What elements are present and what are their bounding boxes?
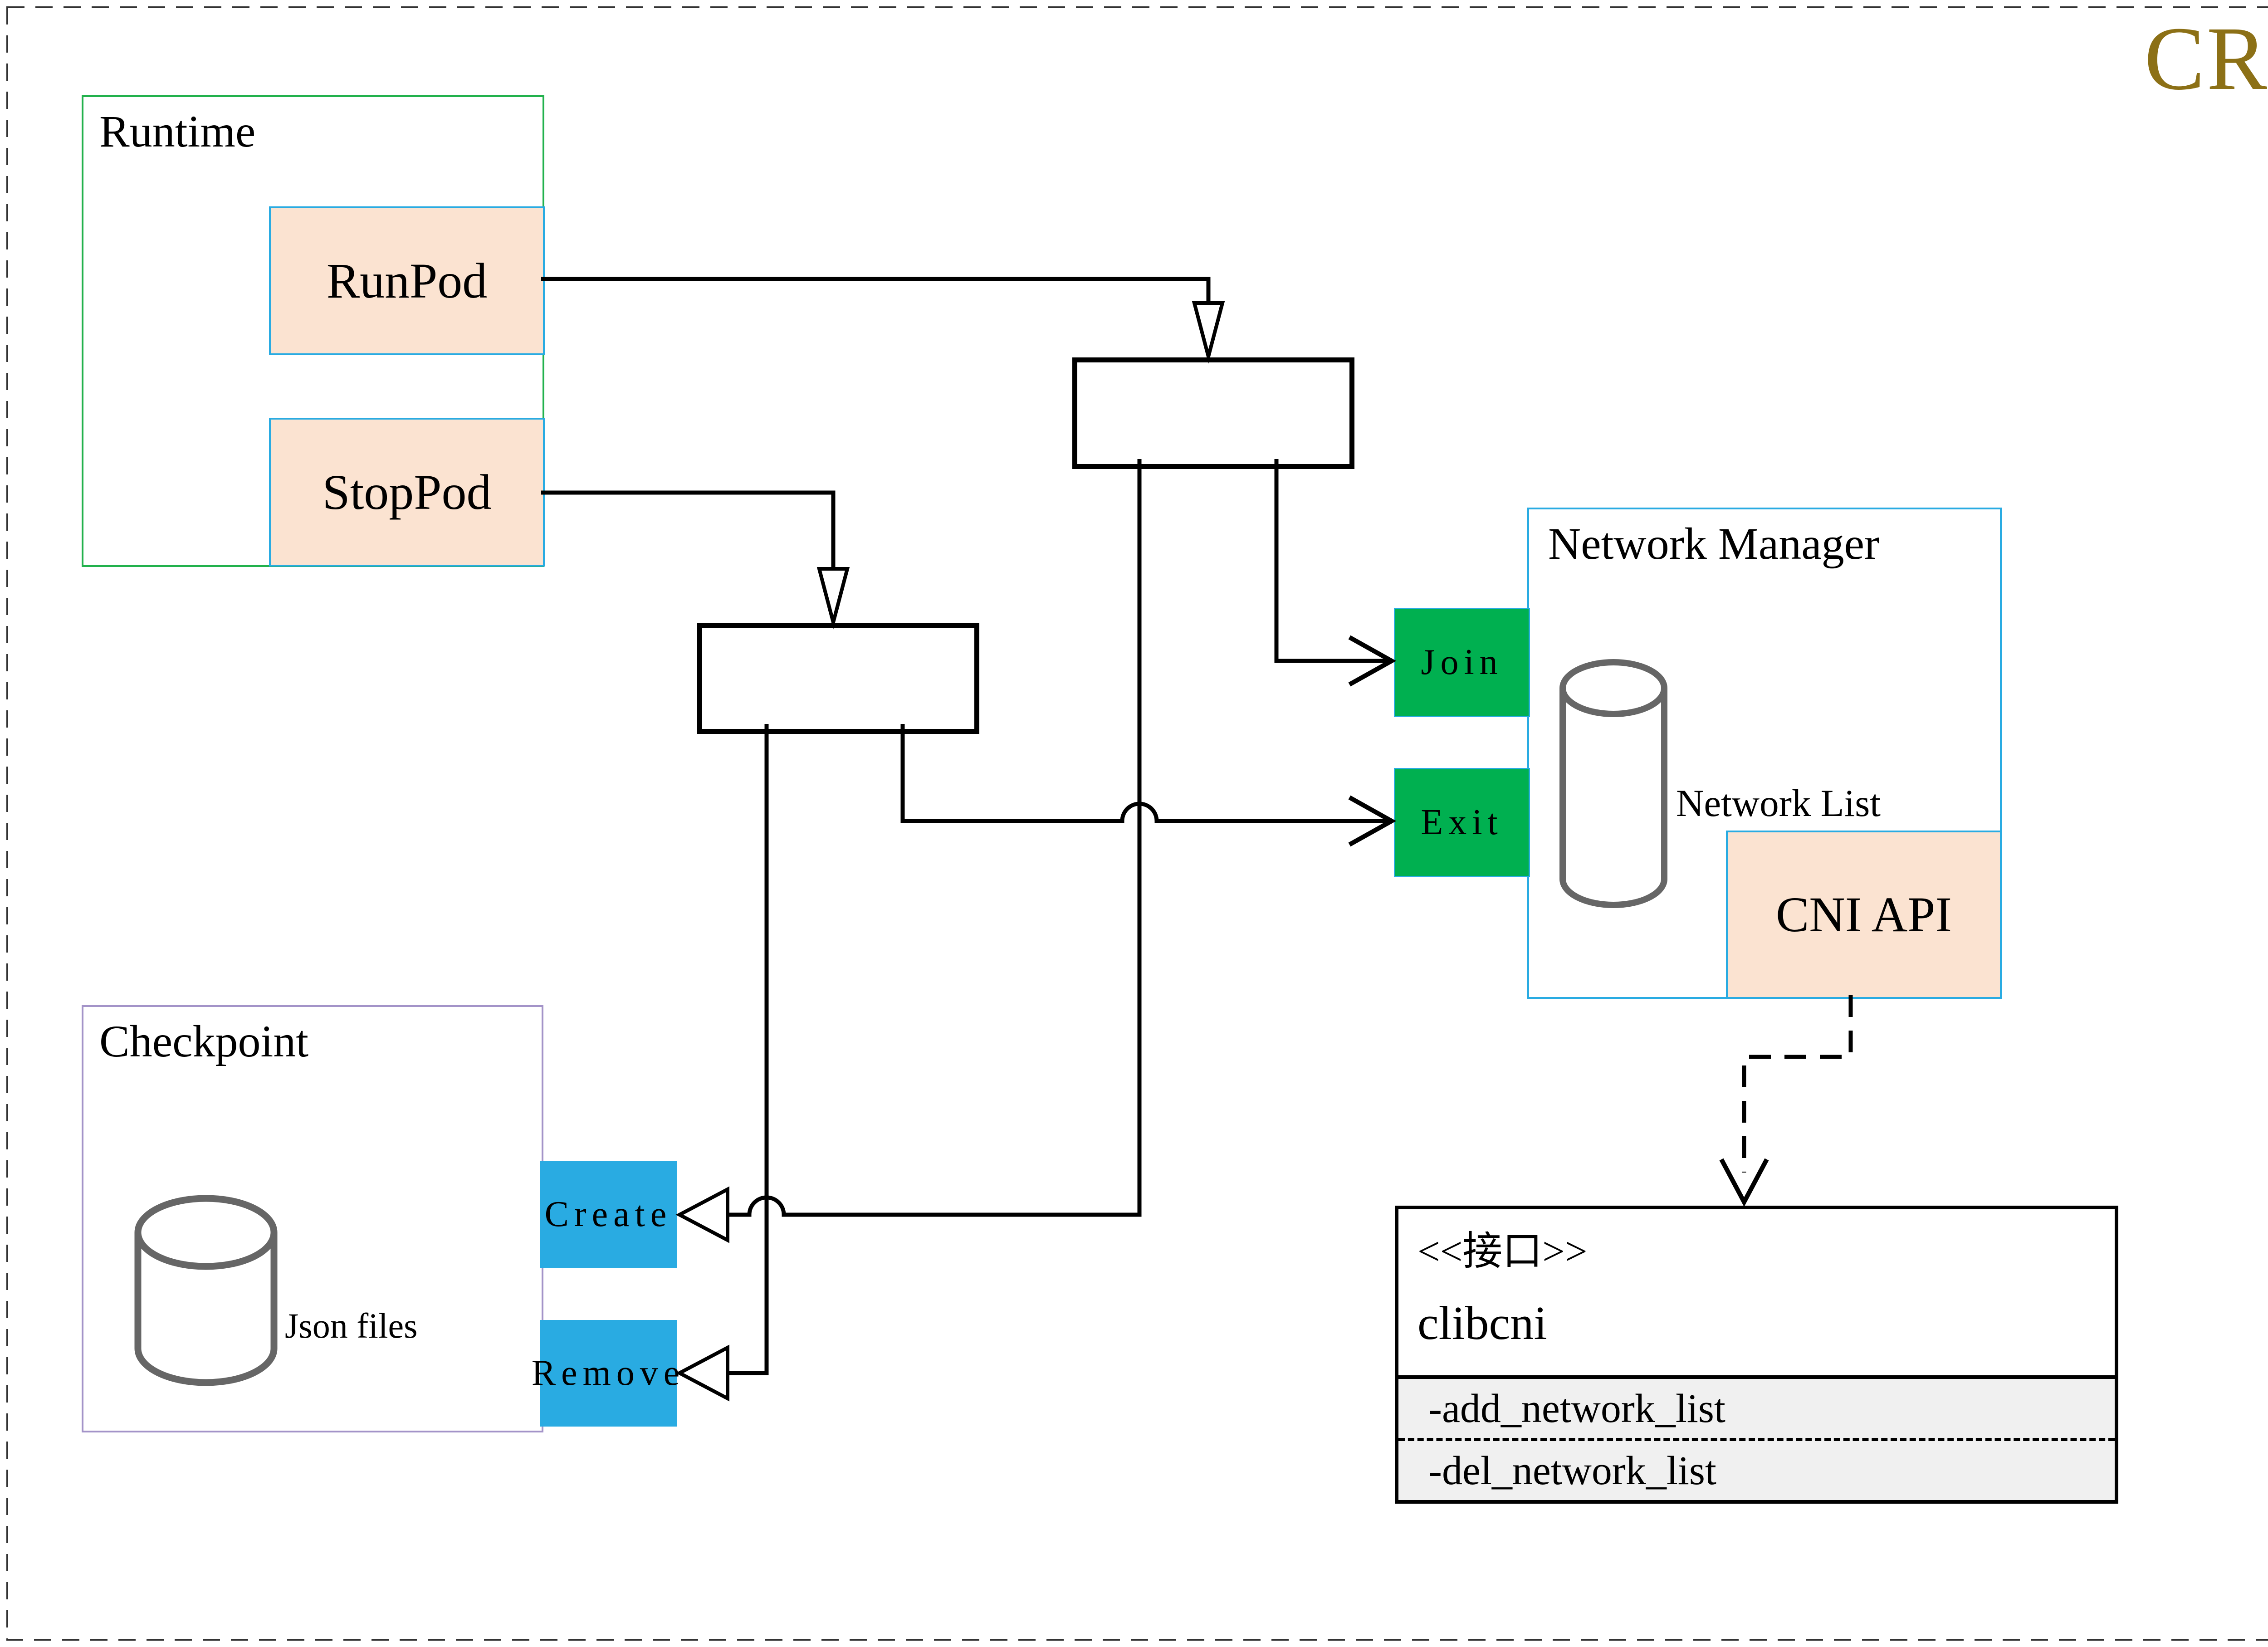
join-node: Join <box>1394 608 1530 717</box>
clibcni-class-header: <<接口>> clibcni <box>1398 1209 2115 1379</box>
json-files-label: Json files <box>285 1306 418 1345</box>
class-name: clibcni <box>1418 1296 1547 1349</box>
process1-to-create-connector <box>675 459 1142 1243</box>
method-divider <box>1398 1438 2115 1441</box>
checkpoint-label: Checkpoint <box>99 1016 309 1066</box>
process-box-1 <box>1072 357 1354 469</box>
method-row: -add_network_list <box>1428 1386 1725 1431</box>
checkpoint-box: Checkpoint <box>82 1005 543 1432</box>
runpod-to-process1-connector <box>541 277 1225 364</box>
cri-title: CRI <box>2144 9 2268 109</box>
network-manager-label: Network Manager <box>1548 518 1880 569</box>
remove-node: Remove <box>532 1320 679 1427</box>
clibcni-class-box: <<接口>> clibcni -add_network_list -del_ne… <box>1395 1206 2118 1504</box>
clibcni-methods-section: -add_network_list -del_network_list <box>1398 1379 2115 1500</box>
method-row: -del_network_list <box>1428 1448 1716 1493</box>
process2-to-remove-connector <box>675 724 769 1402</box>
process1-to-join-connector <box>1274 459 1397 687</box>
interface-stereotype: <<接口>> <box>1418 1230 1588 1274</box>
stoppod-to-process2-connector <box>541 490 850 630</box>
cni-to-clibcni-dashed-connector <box>1719 995 1853 1207</box>
runpod-node: RunPod <box>269 206 545 355</box>
create-node: Create <box>540 1161 677 1268</box>
process2-to-exit-connector <box>900 724 1397 847</box>
process-box-2 <box>697 623 979 734</box>
network-list-label: Network List <box>1676 782 1881 825</box>
exit-node: Exit <box>1394 768 1530 877</box>
stoppod-node: StopPod <box>269 418 545 567</box>
runtime-label: Runtime <box>99 106 256 156</box>
cni-api-node: CNI API <box>1726 831 2002 999</box>
